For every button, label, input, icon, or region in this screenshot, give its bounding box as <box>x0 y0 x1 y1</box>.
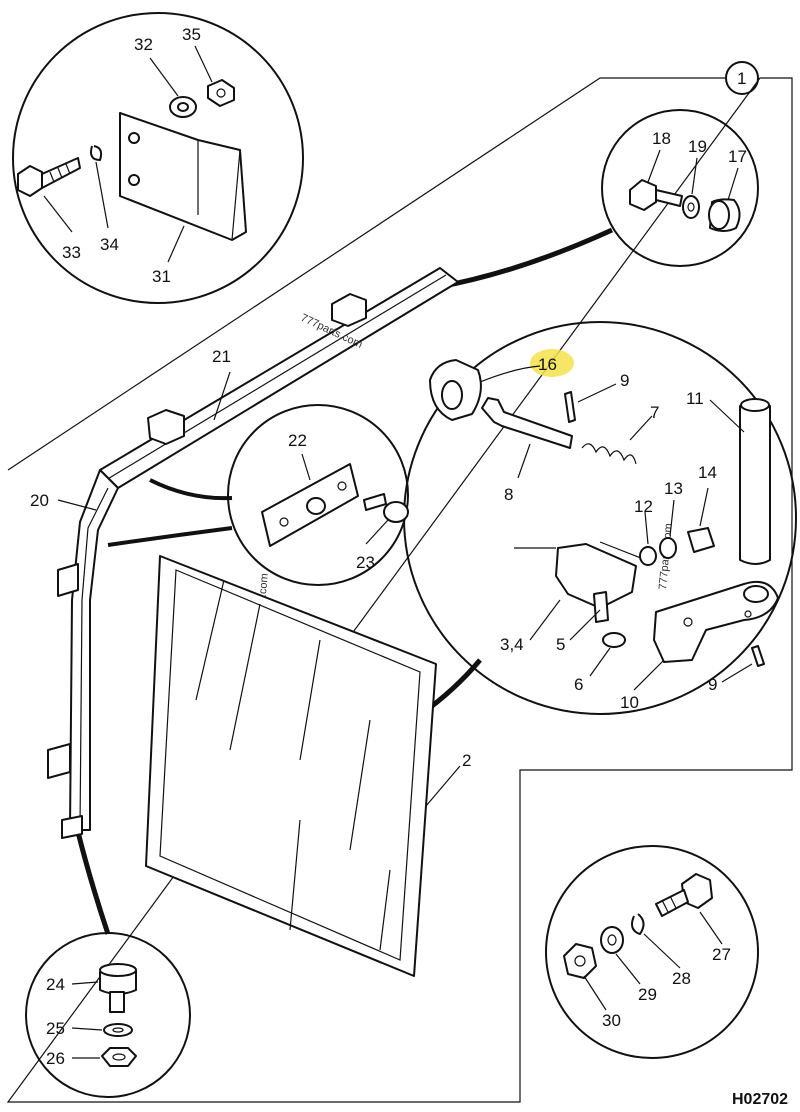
callout-8: 8 <box>504 485 513 504</box>
callout-25: 25 <box>46 1019 65 1038</box>
bush-14 <box>687 527 715 553</box>
detail-circle-fixings <box>545 845 759 1059</box>
highlight-16 <box>530 349 574 377</box>
callout-23: 23 <box>356 553 375 572</box>
bracket-plate <box>119 112 247 241</box>
bolt-33 <box>17 165 43 197</box>
lever-10 <box>653 580 779 663</box>
frame-post-20 <box>69 469 119 831</box>
nut-30 <box>563 943 597 979</box>
nut-26 <box>101 1047 137 1067</box>
block-3-4 <box>555 543 637 609</box>
leader-buffer <box>75 831 111 935</box>
callout-6: 6 <box>574 675 583 694</box>
callout-16: 16 <box>538 355 557 374</box>
detail-circle-plate <box>227 404 409 586</box>
leader-stop <box>437 227 614 290</box>
detail-circle-buffer <box>25 932 191 1098</box>
callout-29: 29 <box>638 985 657 1004</box>
callout-35: 35 <box>182 25 201 44</box>
callout-27: 27 <box>712 945 731 964</box>
washer-6 <box>602 632 626 648</box>
spring-washer-28 <box>631 913 645 935</box>
callout-20: 20 <box>30 491 49 510</box>
callout-34: 34 <box>100 235 119 254</box>
callout-12: 12 <box>634 497 653 516</box>
leader-plate-b <box>107 526 233 547</box>
detail-circle-bracket <box>12 12 304 304</box>
washer-29 <box>600 926 624 954</box>
leader-plate-a <box>149 478 233 501</box>
callout-21: 21 <box>212 347 231 366</box>
callout-28: 28 <box>672 969 691 988</box>
spring-washer-34 <box>90 145 103 161</box>
callout-9b: 9 <box>708 675 717 694</box>
callout-22: 22 <box>288 431 307 450</box>
pin-9b <box>751 645 765 667</box>
callout-3-4: 3,4 <box>500 635 524 654</box>
callout-31: 31 <box>152 267 171 286</box>
washer-12 <box>639 546 657 566</box>
callout-19: 19 <box>688 137 707 156</box>
callout-9a: 9 <box>620 371 629 390</box>
glass-panel-2 <box>145 555 437 977</box>
washer-25 <box>103 1023 133 1037</box>
spring-7 <box>581 443 637 465</box>
nut-35 <box>207 79 235 107</box>
callout-26: 26 <box>46 1049 65 1068</box>
frame-rail-21 <box>99 267 459 489</box>
bolt-18 <box>629 179 657 211</box>
callout-1: 1 <box>737 69 746 88</box>
callout-24: 24 <box>46 975 65 994</box>
callout-17: 17 <box>728 147 747 166</box>
callout-5: 5 <box>556 635 565 654</box>
callout-18: 18 <box>652 129 671 148</box>
detail-circle-stop <box>601 109 759 267</box>
washer-19 <box>682 195 700 219</box>
nut-13 <box>659 537 677 559</box>
callout-33: 33 <box>62 243 81 262</box>
callout-32: 32 <box>134 35 153 54</box>
assembly-boundary <box>6 77 793 1103</box>
screw-23 <box>363 493 387 511</box>
callout-14: 14 <box>698 463 717 482</box>
tube-11 <box>739 402 771 565</box>
shaft-8 <box>481 397 573 449</box>
callout-10: 10 <box>620 693 639 712</box>
pin-9a <box>564 391 576 423</box>
callout-11: 11 <box>686 389 704 408</box>
callout-2: 2 <box>462 751 471 770</box>
callout-7: 7 <box>650 403 659 422</box>
drawing-code: H02702 <box>732 1091 788 1108</box>
callout-30: 30 <box>602 1011 621 1030</box>
assembly-ref-circle <box>725 61 759 95</box>
callout-13: 13 <box>664 479 683 498</box>
